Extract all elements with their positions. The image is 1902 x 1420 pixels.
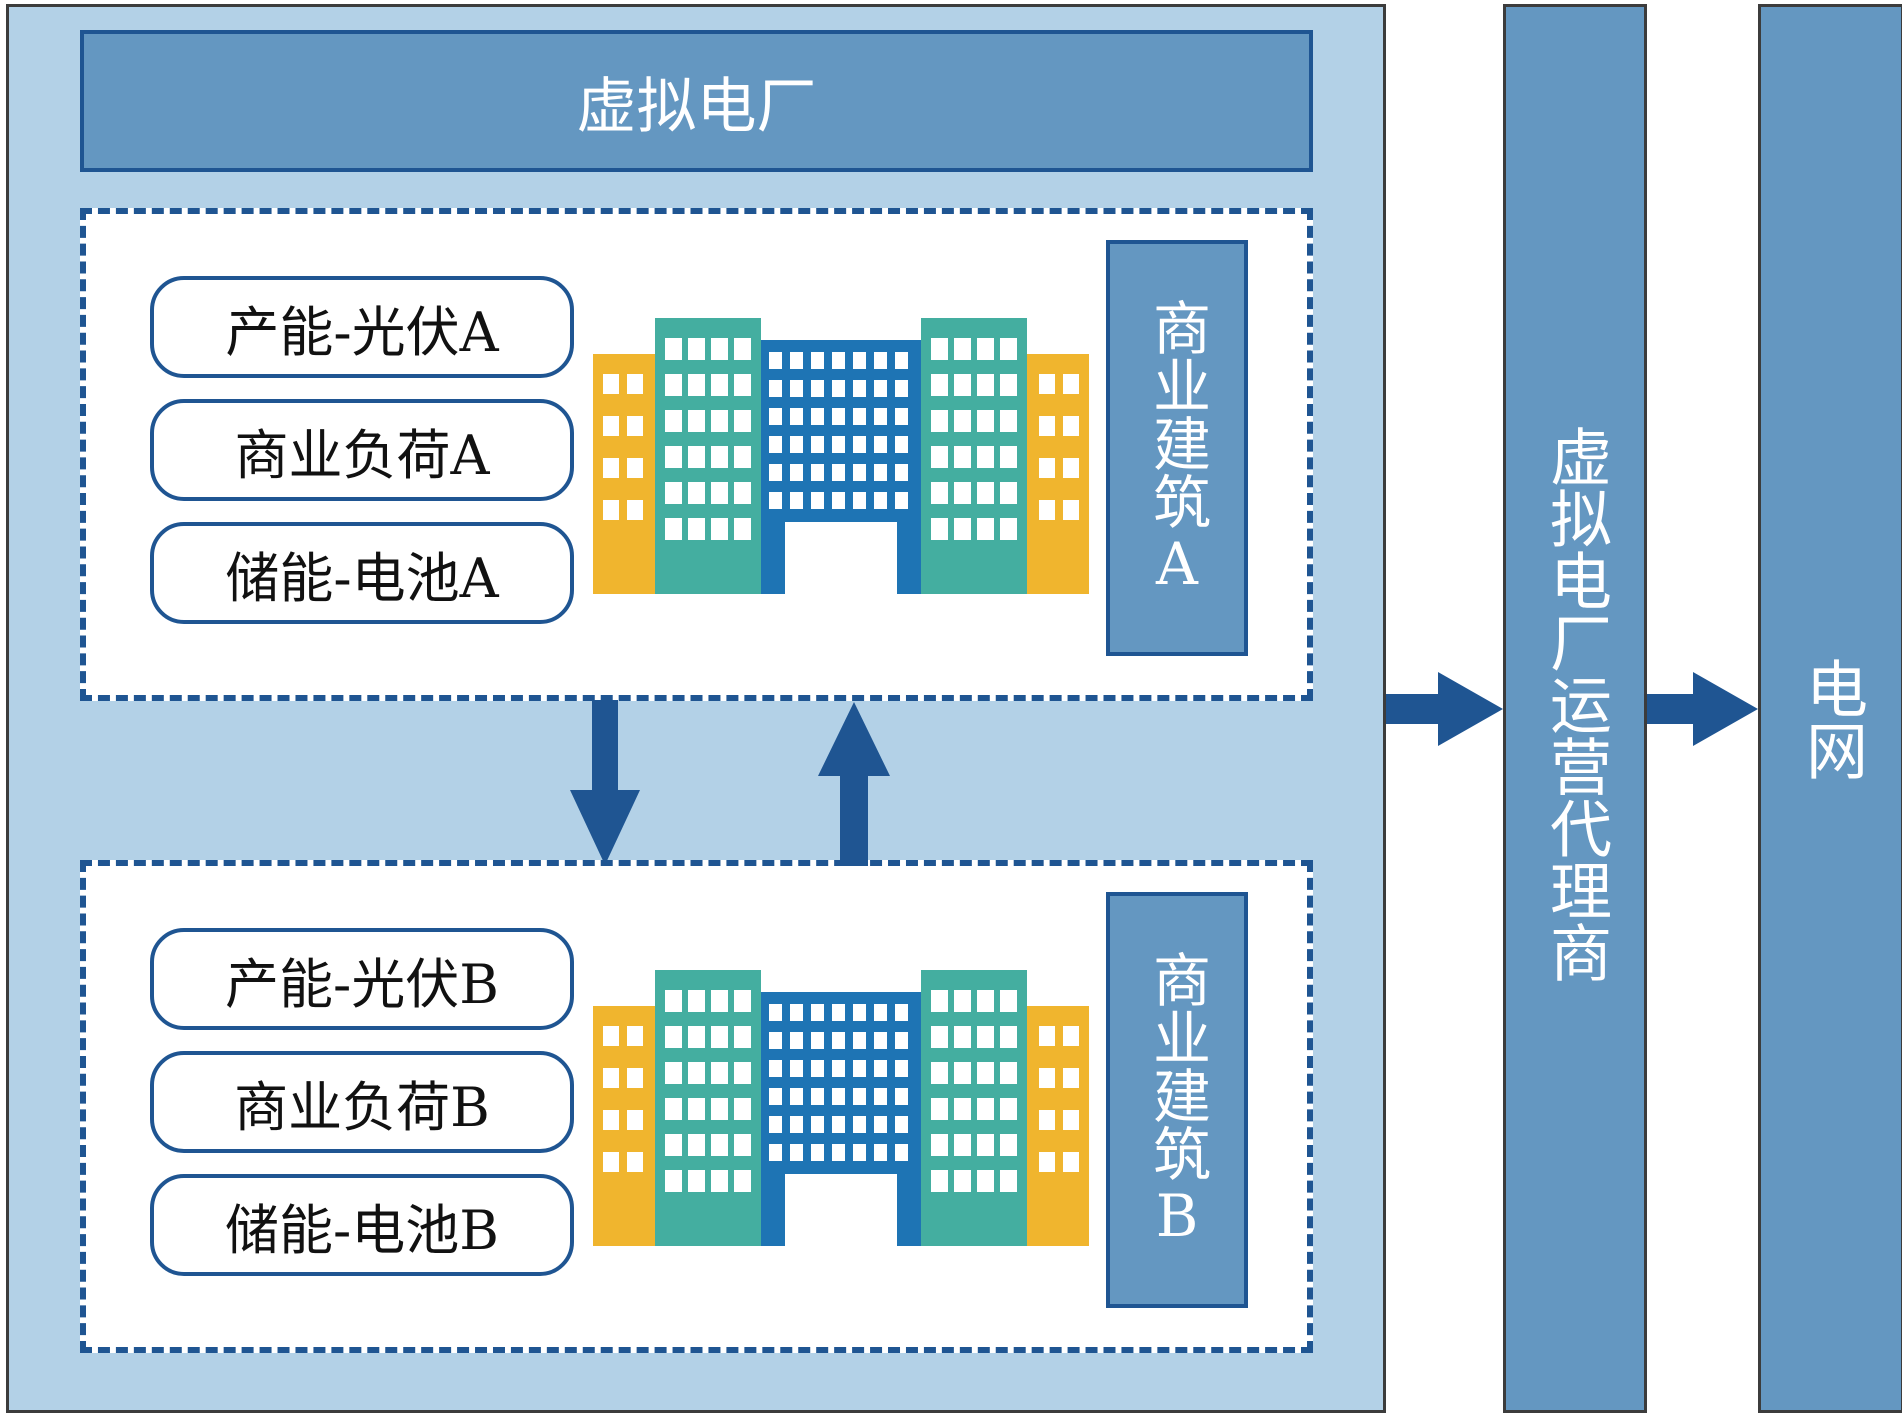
commercial-building-b-label: 商业建筑B (1106, 892, 1248, 1308)
commercial-building-a-group: 产能-光伏A 商业负荷A 储能-电池A 商业建筑A (80, 208, 1313, 701)
building-a-icon (593, 318, 1089, 594)
building-b-icon (593, 970, 1089, 1246)
commercial-load-b-node: 商业负荷B (150, 1051, 574, 1153)
up-arrow-icon (818, 702, 890, 866)
right-arrow-icon (1647, 672, 1758, 746)
pv-generation-b-node: 产能-光伏B (150, 928, 574, 1030)
pv-generation-a-node: 产能-光伏A (150, 276, 574, 378)
battery-storage-b-node: 储能-电池B (150, 1174, 574, 1276)
power-grid-column: 电网 (1758, 4, 1902, 1413)
commercial-building-a-label: 商业建筑A (1106, 240, 1248, 656)
down-arrow-icon (570, 700, 640, 865)
battery-storage-a-node: 储能-电池A (150, 522, 574, 624)
virtual-power-plant-title: 虚拟电厂 (80, 30, 1313, 172)
commercial-building-b-group: 产能-光伏B 商业负荷B 储能-电池B 商业建筑B (80, 860, 1313, 1353)
commercial-load-a-node: 商业负荷A (150, 399, 574, 501)
right-arrow-icon (1386, 672, 1503, 746)
vpp-operator-agent-column: 虚拟电厂运营代理商 (1503, 4, 1647, 1413)
